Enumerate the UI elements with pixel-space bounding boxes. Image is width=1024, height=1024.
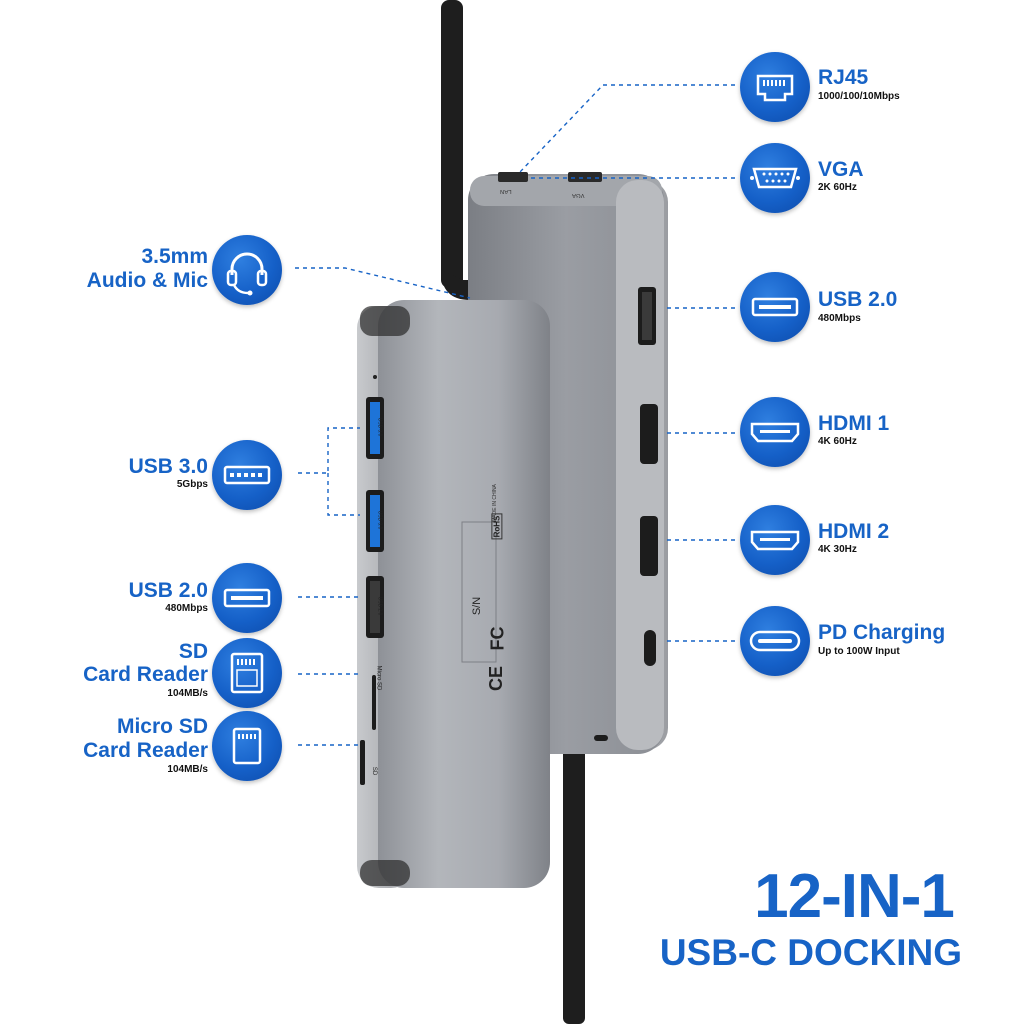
back-hdmi1-port	[640, 404, 658, 464]
audio-callout-circle	[212, 235, 282, 305]
rj45-sub: 1000/100/10Mbps	[818, 91, 900, 102]
usb2-right-callout-circle	[740, 272, 810, 342]
microsd-title-1: Micro SD	[116, 715, 208, 738]
microsd-sub: 104MB/s	[167, 764, 208, 775]
vga-title: VGA	[818, 158, 864, 181]
hdmi2-callout-circle	[740, 505, 810, 575]
sd-title-2: Card Reader	[83, 663, 208, 686]
usb-c-port-icon	[749, 630, 801, 652]
vga-callout-circle	[740, 143, 810, 213]
sd-card-icon	[230, 652, 264, 694]
headline-sub: USB-C DOCKING	[659, 932, 962, 973]
sd-sub: 104MB/s	[167, 688, 208, 699]
usb2-left-callout-circle	[212, 563, 282, 633]
usb2-left-sub: 480Mbps	[165, 603, 208, 614]
cable-top	[441, 0, 463, 288]
hdmi2-sub: 4K 30Hz	[818, 544, 857, 555]
usb3-callout-circle	[212, 440, 282, 510]
pd-callout-circle	[740, 606, 810, 676]
headset-icon	[226, 252, 268, 296]
hdmi-port-icon	[750, 530, 800, 551]
back-unit-top	[470, 176, 662, 206]
hdmi1-title: HDMI 1	[818, 412, 890, 435]
headline-main: 12-IN-1	[754, 862, 955, 931]
back-vga-port	[568, 172, 602, 182]
micro-sd-card-icon	[232, 727, 262, 765]
usb2-left-title: USB 2.0	[128, 579, 208, 602]
usb-port-icon	[751, 297, 799, 317]
hdmi-port-icon	[750, 422, 800, 443]
serial-plate	[461, 521, 497, 663]
microsd-title-2: Card Reader	[83, 739, 208, 762]
vga-sub: 2K 60Hz	[818, 182, 857, 193]
microsd-callout-circle	[212, 711, 282, 781]
front-microsd-slot	[372, 675, 376, 730]
hdmi1-sub: 4K 60Hz	[818, 436, 857, 447]
front-unit-body	[378, 300, 550, 888]
front-led	[373, 375, 377, 379]
back-hdmi2-port	[640, 516, 658, 576]
pd-title: PD Charging	[818, 621, 946, 644]
usb-port-icon	[223, 588, 271, 608]
usb2-right-sub: 480Mbps	[818, 313, 861, 324]
usb-port-icon	[223, 465, 271, 485]
hdmi2-title: HDMI 2	[818, 520, 890, 543]
usb3-title: USB 3.0	[128, 455, 208, 478]
front-sd-slot	[360, 740, 365, 785]
usb3-sub: 5Gbps	[176, 479, 208, 490]
rj45-callout-circle	[740, 52, 810, 122]
rj45-title: RJ45	[818, 66, 869, 89]
audio-title-2: Audio & Mic	[86, 269, 208, 292]
pd-sub: Up to 100W Input	[818, 646, 900, 657]
back-pd-port	[644, 630, 656, 666]
audio-title-1: 3.5mm	[141, 245, 208, 268]
sd-callout-circle	[212, 638, 282, 708]
cable-bottom	[563, 740, 585, 1024]
ethernet-port-icon	[756, 74, 794, 102]
hdmi1-callout-circle	[740, 397, 810, 467]
back-audio-port	[594, 735, 608, 741]
back-lan-port	[498, 172, 528, 182]
vga-port-icon	[750, 167, 800, 189]
usb2-right-title: USB 2.0	[818, 288, 898, 311]
sd-title-1: SD	[178, 640, 208, 663]
